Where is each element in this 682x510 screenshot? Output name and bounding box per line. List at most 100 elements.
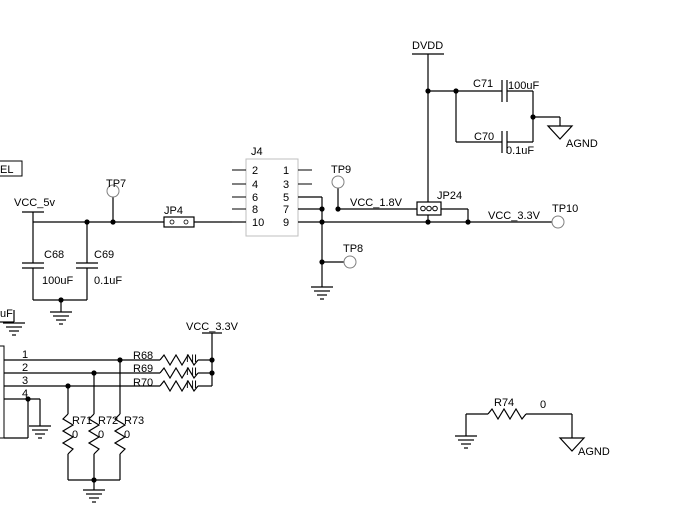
resistor-network: R68 R69 R70 NI NI NI VCC_3.3V R71 R72 bbox=[4, 321, 239, 503]
r68-value: NI bbox=[186, 353, 197, 365]
tp7-label: TP7 bbox=[106, 178, 126, 190]
net-label-agnd-bottom: AGND bbox=[578, 446, 610, 458]
test-point-tp9[interactable]: TP9 bbox=[331, 164, 351, 189]
resistor-r71[interactable] bbox=[61, 413, 75, 455]
header-partial: uF 1 2 3 4 bbox=[0, 308, 28, 439]
jp24-pin bbox=[426, 205, 432, 212]
j4-pin-number: 3 bbox=[283, 179, 289, 191]
junction-dot bbox=[453, 88, 459, 94]
dvdd-section: DVDD C71 100uF C70 0.1uF AGND bbox=[412, 40, 598, 222]
jp4-ref: JP4 bbox=[164, 205, 183, 217]
c69-value: 0.1uF bbox=[94, 275, 122, 287]
test-point-tp8[interactable]: TP8 bbox=[343, 243, 363, 269]
c71-value: 100uF bbox=[508, 80, 539, 92]
resistor-zigzag bbox=[159, 353, 199, 367]
j4-pin-number: 1 bbox=[283, 165, 289, 177]
jp24-ref: JP24 bbox=[437, 190, 462, 202]
r70-ref: R70 bbox=[133, 377, 153, 389]
j4-pin-number: 7 bbox=[283, 204, 289, 216]
header-pin-number: 2 bbox=[22, 362, 28, 374]
c70-value: 0.1uF bbox=[506, 145, 534, 157]
capacitor-c71[interactable] bbox=[501, 80, 508, 102]
resistor-zigzag bbox=[113, 413, 127, 455]
r71-ref: R71 bbox=[72, 415, 92, 427]
connector-j4[interactable]: J4 2 4 6 8 10 1 3 5 7 9 bbox=[232, 146, 312, 237]
junction-dot bbox=[319, 219, 325, 225]
r68-ref: R68 bbox=[133, 350, 153, 362]
ground-symbol-icon bbox=[50, 311, 72, 325]
label-box-frame bbox=[0, 160, 23, 177]
r74-ref: R74 bbox=[494, 397, 514, 409]
ground-symbol-icon bbox=[83, 489, 105, 503]
tp8-pad bbox=[343, 255, 357, 269]
j4-ref: J4 bbox=[251, 146, 263, 158]
net-label-vcc-3v3-right: VCC_3.3V bbox=[488, 210, 541, 222]
net-label-vcc-5v: VCC_5v bbox=[14, 197, 55, 209]
net-label-dvdd: DVDD bbox=[412, 40, 443, 52]
header-pin-number: 4 bbox=[22, 388, 28, 400]
resistor-r69[interactable] bbox=[159, 366, 199, 380]
r74-section: R74 0 AGND bbox=[455, 397, 610, 458]
resistor-zigzag bbox=[159, 379, 199, 393]
ground-symbol-icon bbox=[3, 322, 25, 336]
j4-pin-number: 9 bbox=[283, 217, 289, 229]
ground-symbol-icon bbox=[29, 425, 51, 439]
agnd-triangle-icon bbox=[546, 125, 574, 140]
j4-pin-number: 10 bbox=[252, 217, 264, 229]
jp24-pin bbox=[432, 205, 438, 212]
resistor-r72[interactable] bbox=[87, 413, 101, 455]
r70-value: NI bbox=[186, 379, 197, 391]
junction-dot bbox=[209, 357, 215, 363]
junction-dot bbox=[25, 396, 31, 402]
net-label-vcc-1v8: VCC_1.8V bbox=[350, 197, 403, 209]
junction-dot bbox=[91, 477, 97, 483]
resistor-zigzag bbox=[159, 366, 199, 380]
r72-value: 0 bbox=[98, 429, 104, 441]
junction-dot bbox=[319, 206, 325, 212]
header-body bbox=[0, 345, 5, 439]
r72-ref: R72 bbox=[98, 415, 118, 427]
header-pin-number: 3 bbox=[22, 375, 28, 387]
capacitor-c68[interactable] bbox=[22, 262, 44, 269]
offsheet-label-box: EL bbox=[0, 160, 23, 177]
j4-pin-number: 6 bbox=[252, 192, 258, 204]
capacitor-c69[interactable] bbox=[76, 262, 98, 269]
resistor-r73[interactable] bbox=[113, 413, 127, 455]
test-point-tp7[interactable]: TP7 bbox=[106, 178, 126, 198]
c68-ref: C68 bbox=[44, 249, 64, 261]
c70-ref: C70 bbox=[474, 131, 494, 143]
r71-value: 0 bbox=[72, 429, 78, 441]
header-pin-number: 1 bbox=[22, 349, 28, 361]
j4-pin-number: 5 bbox=[283, 192, 289, 204]
resistor-r74[interactable] bbox=[487, 407, 527, 421]
resistor-r68[interactable] bbox=[159, 353, 199, 367]
vcc-1v8-section: VCC_1.8V VCC_3.3V bbox=[298, 188, 552, 225]
resistor-zigzag bbox=[61, 413, 75, 455]
r69-ref: R69 bbox=[133, 363, 153, 375]
resistor-r70[interactable] bbox=[159, 379, 199, 393]
resistor-zigzag bbox=[487, 407, 527, 421]
r73-ref: R73 bbox=[124, 415, 144, 427]
jp4-pin bbox=[183, 219, 189, 225]
j4-ground-wiring bbox=[298, 196, 344, 300]
ground-symbol-icon bbox=[455, 435, 477, 449]
j4-pin-number: 2 bbox=[252, 165, 258, 177]
jp24-pin bbox=[420, 205, 426, 212]
junction-dot bbox=[425, 219, 431, 225]
j4-pin-number: 4 bbox=[252, 179, 258, 191]
jumper-jp24[interactable]: JP24 bbox=[416, 190, 462, 216]
c69-ref: C69 bbox=[94, 249, 114, 261]
net-label-vcc-3v3-bottom: VCC_3.3V bbox=[186, 321, 239, 333]
jumper-jp4[interactable]: JP4 bbox=[163, 205, 195, 228]
tp9-pad bbox=[331, 175, 345, 189]
test-point-tp10[interactable]: TP10 bbox=[551, 203, 578, 229]
r73-value: 0 bbox=[124, 429, 130, 441]
tp7-pad bbox=[106, 184, 120, 198]
c71-ref: C71 bbox=[473, 78, 493, 90]
ground-symbol-icon bbox=[311, 286, 333, 300]
agnd-triangle-icon bbox=[558, 437, 586, 452]
junction-dot bbox=[209, 370, 215, 376]
vcc-5v-section: VCC_5v C68 100uF C69 0.1uF bbox=[14, 197, 164, 325]
c68-value: 100uF bbox=[42, 275, 73, 287]
